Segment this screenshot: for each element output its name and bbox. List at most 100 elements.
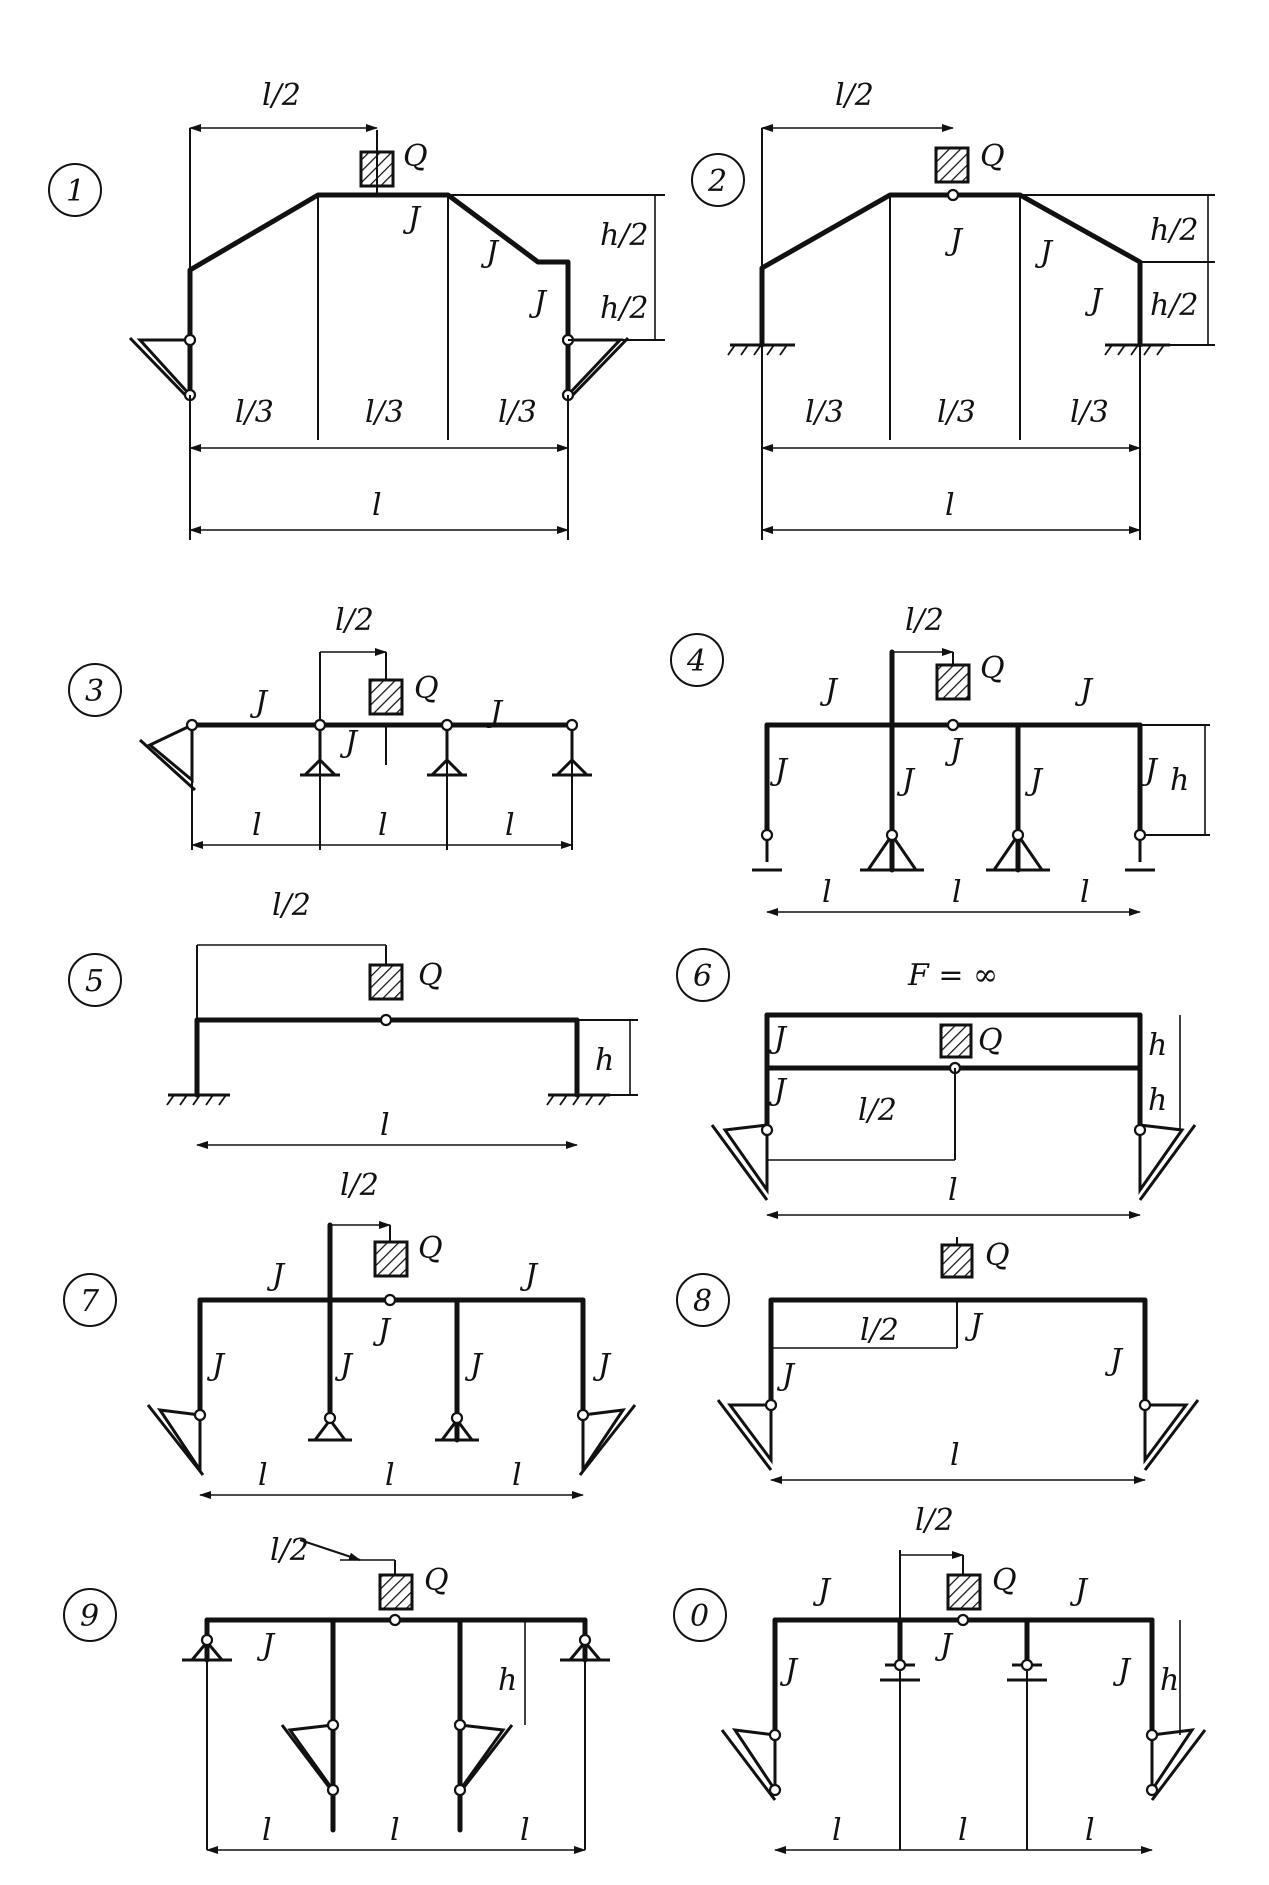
svg-text:l: l — [385, 1458, 395, 1493]
svg-text:Q: Q — [985, 1238, 1010, 1273]
svg-text:Q: Q — [978, 1023, 1003, 1058]
fixed-support-icon — [546, 1093, 610, 1106]
pin-support-icon — [427, 718, 467, 777]
svg-text:J: J — [964, 1308, 984, 1343]
svg-text:l/2: l/2 — [335, 603, 374, 638]
hinge-icon — [946, 188, 960, 202]
load-block — [934, 146, 970, 184]
svg-text:J: J — [944, 223, 964, 258]
svg-text:Q: Q — [980, 139, 1005, 174]
svg-text:l/2: l/2 — [272, 888, 311, 923]
load-block — [939, 1023, 973, 1059]
svg-text:J: J — [1074, 673, 1094, 708]
svg-text:l/3: l/3 — [365, 395, 404, 430]
svg-text:l: l — [372, 488, 382, 523]
svg-text:l/2: l/2 — [340, 1168, 379, 1203]
scheme-4: 4 Q J J J J J J J l/2 h — [670, 603, 1210, 916]
svg-text:h/2: h/2 — [600, 291, 649, 326]
svg-text:h: h — [1160, 1663, 1179, 1698]
svg-text:J: J — [334, 1348, 354, 1383]
pin-support-icon — [860, 828, 924, 872]
pin-support-icon — [300, 718, 340, 777]
scheme-number-4: 4 — [670, 633, 724, 687]
svg-text:9: 9 — [80, 1599, 99, 1634]
svg-text:J: J — [206, 1348, 226, 1383]
svg-text:1: 1 — [66, 174, 85, 209]
pin-support-icon — [128, 333, 197, 402]
svg-text:J: J — [528, 285, 548, 320]
svg-text:J: J — [519, 1258, 539, 1293]
pin-support-icon — [182, 1633, 232, 1662]
svg-text:l: l — [832, 1813, 842, 1848]
pin-support-icon — [710, 1123, 774, 1201]
svg-text:l: l — [262, 1813, 272, 1848]
load-block — [368, 963, 404, 1001]
scheme-number-5: 5 — [68, 953, 122, 1007]
svg-text:J: J — [480, 235, 500, 270]
scheme-0: 0 Q J J J J J l/2 h — [673, 1503, 1207, 1854]
scheme-number-8: 8 — [676, 1273, 730, 1327]
svg-text:l/3: l/3 — [498, 395, 537, 430]
svg-text:2: 2 — [707, 164, 727, 199]
svg-text:l: l — [822, 875, 832, 910]
svg-text:J: J — [1069, 1573, 1089, 1608]
svg-text:Q: Q — [980, 651, 1005, 686]
scheme-number-0: 0 — [673, 1588, 727, 1642]
scheme-number-9: 9 — [63, 1588, 117, 1642]
scheme-6: 6 F = ∞ Q J J l/2 h h l — [676, 948, 1197, 1219]
svg-text:J: J — [464, 1348, 484, 1383]
svg-text:l: l — [258, 1458, 268, 1493]
scheme-8: 8 Q J J J l/2 l — [676, 1237, 1200, 1484]
svg-text:l/2: l/2 — [858, 1093, 897, 1128]
svg-text:J: J — [372, 1313, 392, 1348]
svg-text:J: J — [266, 1258, 286, 1293]
pin-support-icon — [752, 828, 782, 872]
svg-text:J: J — [592, 1348, 612, 1383]
svg-text:l/2: l/2 — [262, 78, 301, 113]
svg-text:J: J — [769, 753, 789, 788]
svg-text:J: J — [819, 673, 839, 708]
svg-text:J: J — [402, 201, 422, 236]
svg-text:l: l — [380, 1108, 390, 1143]
pin-support-icon — [880, 1658, 920, 1682]
svg-text:l/2: l/2 — [270, 1533, 309, 1568]
svg-text:l: l — [948, 1173, 958, 1208]
svg-text:J: J — [812, 1573, 832, 1608]
svg-text:0: 0 — [690, 1599, 709, 1634]
scheme-1: 1 Q J J J l/2 h/2 h/2 — [48, 78, 665, 540]
scheme-number-2: 2 — [691, 153, 745, 207]
load-block — [946, 1573, 982, 1611]
svg-text:h/2: h/2 — [1150, 213, 1199, 248]
svg-text:J: J — [1084, 283, 1104, 318]
scheme-7: 7 Q J J J J J J J l/2 — [63, 1168, 637, 1499]
svg-text:Q: Q — [418, 958, 443, 993]
pin-support-icon — [308, 1411, 352, 1442]
svg-text:J: J — [256, 1628, 276, 1663]
pin-support-icon — [560, 1633, 610, 1662]
svg-text:J: J — [249, 685, 269, 720]
scheme-number-3: 3 — [68, 663, 122, 717]
svg-text:h: h — [498, 1663, 517, 1698]
scheme-9: 9 Q J l/2 h — [63, 1533, 610, 1854]
svg-text:Q: Q — [424, 1563, 449, 1598]
pin-support-icon — [453, 1718, 514, 1797]
svg-text:h/2: h/2 — [1150, 288, 1199, 323]
load-block — [940, 1243, 974, 1279]
svg-text:Q: Q — [403, 139, 428, 174]
svg-text:J: J — [934, 1628, 954, 1663]
svg-text:l: l — [378, 808, 388, 843]
svg-text:J: J — [768, 1021, 788, 1056]
pin-support-icon — [720, 1728, 782, 1801]
load-block — [373, 1240, 409, 1278]
svg-text:F = ∞: F = ∞ — [907, 958, 998, 993]
svg-text:l/3: l/3 — [235, 395, 274, 430]
scheme-2: 2 Q J J J l/2 — [691, 78, 1215, 540]
scheme-5: 5 Q l/2 h l — [68, 888, 638, 1149]
scheme-number-6: 6 — [676, 948, 730, 1002]
svg-text:h/2: h/2 — [600, 218, 649, 253]
svg-text:J: J — [1024, 763, 1044, 798]
fixed-support-icon — [166, 1093, 230, 1106]
pin-support-icon — [280, 1718, 340, 1797]
svg-text:l/3: l/3 — [805, 395, 844, 430]
pin-support-icon — [1133, 1123, 1197, 1201]
